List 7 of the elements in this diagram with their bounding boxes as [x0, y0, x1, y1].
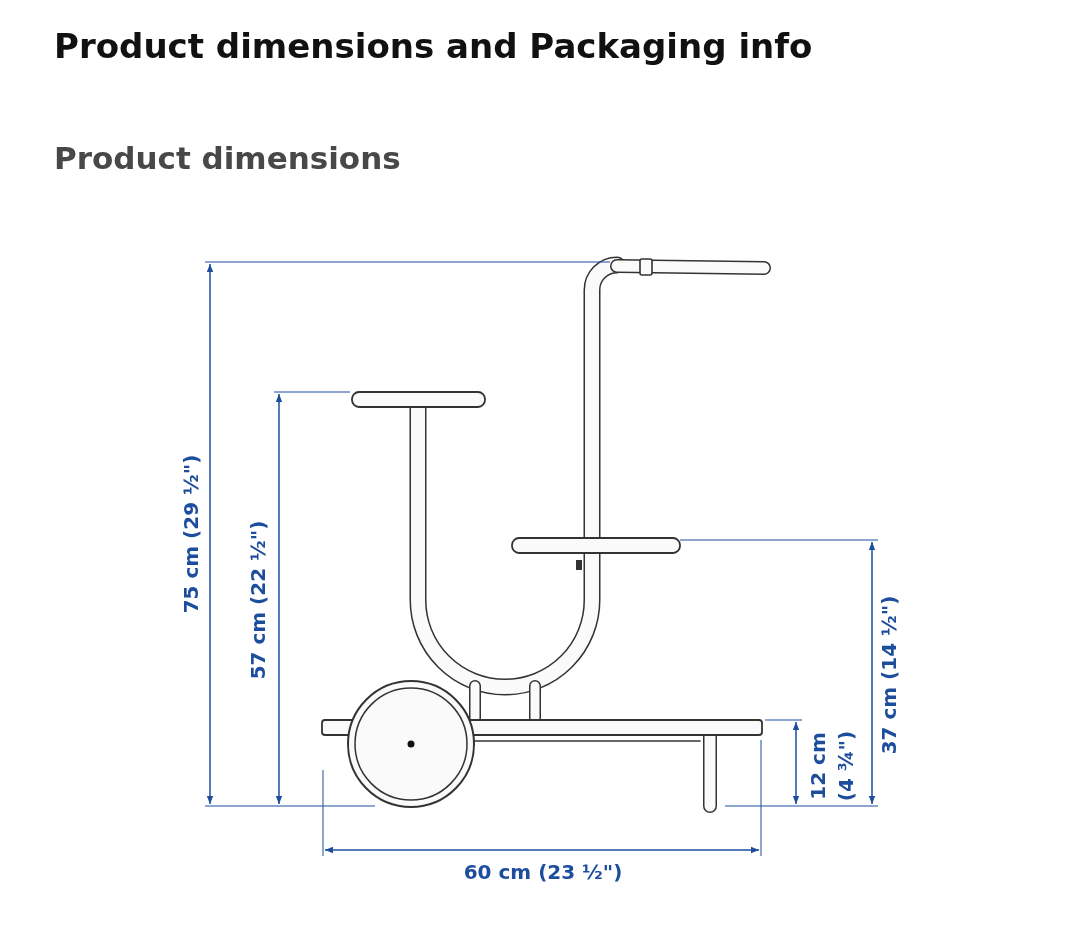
- dimension-label: 12 cm (4 ¾"): [805, 729, 859, 804]
- dimension-label: 60 cm (23 ½"): [463, 860, 623, 884]
- section-heading: Product dimensions: [54, 140, 401, 176]
- page-title: Product dimensions and Packaging info: [54, 26, 813, 66]
- dimension-label: 37 cm (14 ½"): [877, 595, 901, 755]
- dimension-label: 75 cm (29 ½"): [179, 454, 203, 614]
- dimension-label: 57 cm (22 ½"): [246, 520, 270, 680]
